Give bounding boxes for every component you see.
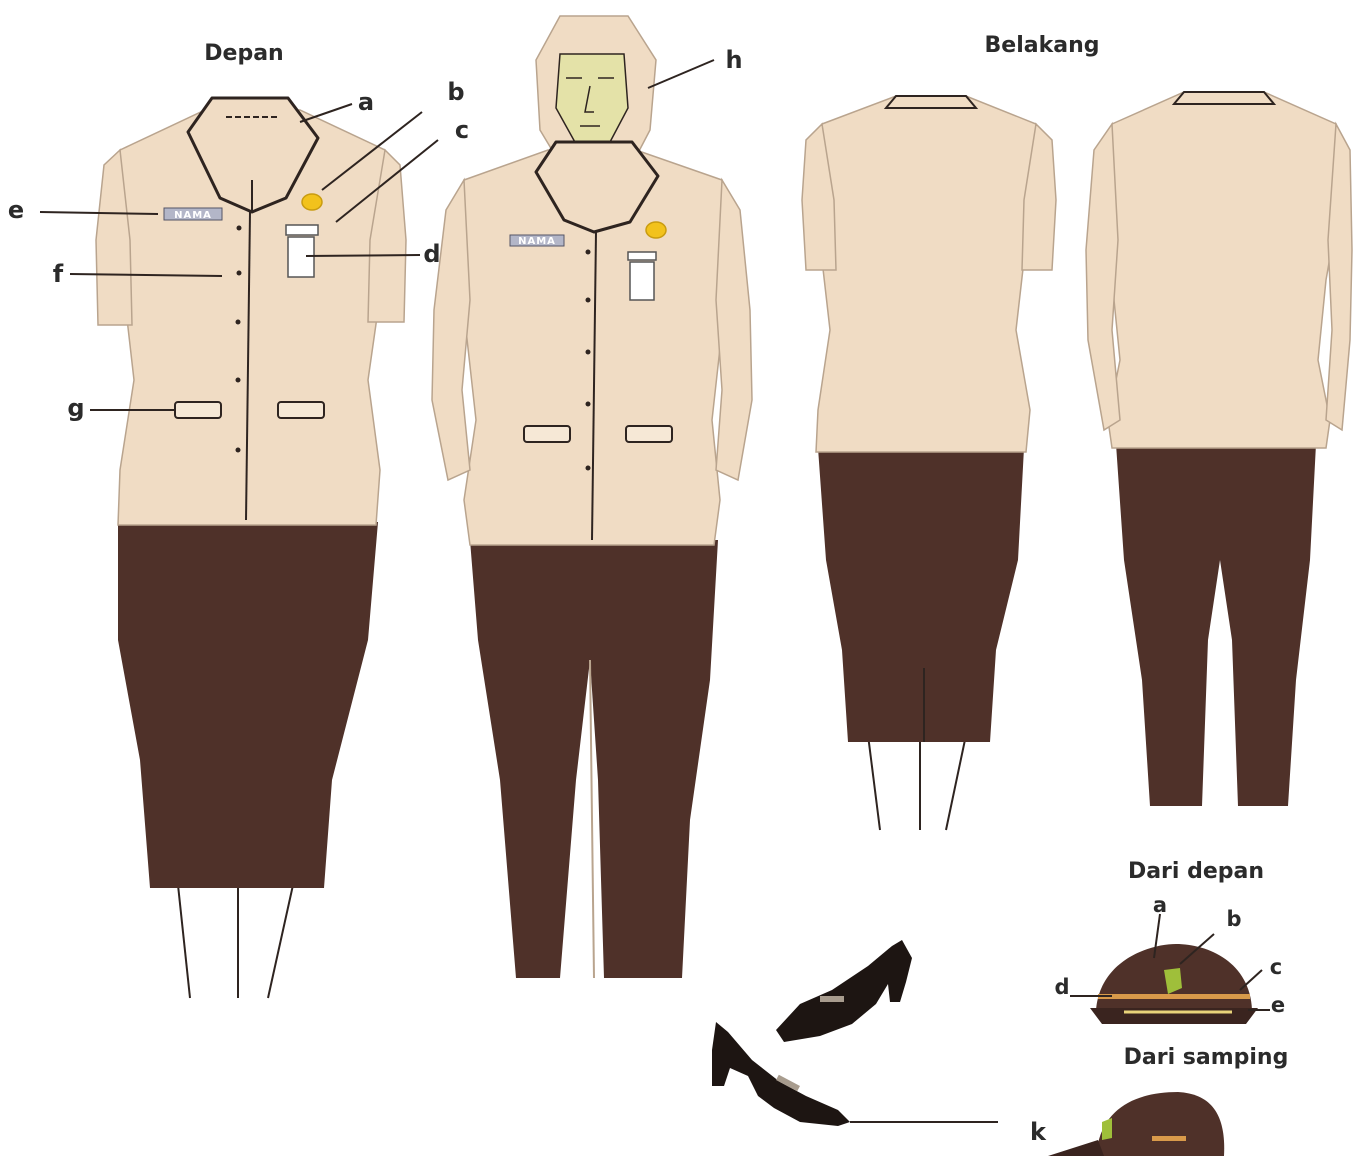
right-long-sleeve (716, 180, 752, 480)
left-long-sleeve (432, 180, 470, 480)
cap-callout-b: b (1226, 907, 1241, 931)
callout-k: k (1030, 1118, 1047, 1146)
id-card-2 (630, 262, 654, 300)
front-skirt-figure: NAMA (96, 98, 406, 998)
cap-side-brim (1048, 1140, 1104, 1156)
name-tag-2-text: NAMA (518, 236, 556, 247)
cap-callout-d: d (1054, 975, 1069, 999)
cap-side-crown (1096, 1092, 1224, 1156)
callout-c: c (455, 116, 469, 144)
front-trousers-figure: NAMA (432, 16, 752, 978)
cap-front-brim (1090, 1008, 1258, 1024)
heading-front: Depan (204, 41, 283, 66)
jacket-back (806, 96, 1040, 452)
cap-side-emblem (1102, 1118, 1112, 1140)
cap-front-band (1098, 994, 1250, 999)
shoe-front (712, 1022, 850, 1126)
id-card-clip (286, 225, 318, 235)
shoe-back (776, 940, 912, 1042)
back-trousers-figure (1086, 92, 1352, 806)
callout-f: f (53, 260, 64, 288)
heading-back: Belakang (985, 33, 1100, 58)
callout-e: e (8, 196, 24, 224)
name-tag-text: NAMA (174, 210, 212, 221)
cap-side-view (1048, 1092, 1224, 1156)
pocket-left-2 (524, 426, 570, 442)
back-skirt-figure (802, 96, 1056, 830)
pocket-left (175, 402, 221, 418)
shoes (712, 940, 912, 1126)
pocket-right-2 (626, 426, 672, 442)
cap-callout-c: c (1270, 955, 1282, 979)
callout-d: d (423, 240, 440, 268)
cap-front-view (1090, 944, 1258, 1024)
callout-a: a (358, 88, 374, 116)
heading-cap-side: Dari samping (1124, 1045, 1289, 1070)
shoe-back-buckle (820, 996, 844, 1002)
skirt-back (818, 448, 1024, 742)
heading-cap-front: Dari depan (1128, 859, 1264, 884)
cap-callout-e: e (1271, 993, 1285, 1017)
id-card-clip-2 (628, 252, 656, 260)
jacket-back-long (1098, 92, 1340, 448)
skirt (118, 522, 378, 888)
badge-2 (646, 222, 666, 238)
legs (178, 885, 293, 998)
badge (302, 194, 322, 210)
cap-callout-a: a (1153, 893, 1167, 917)
back-left-long-sleeve (1086, 124, 1120, 430)
callout-b: b (447, 78, 464, 106)
legs-back (868, 735, 966, 830)
callout-g: g (67, 394, 84, 422)
cap-side-band (1152, 1136, 1186, 1141)
back-collar-long (1174, 92, 1274, 104)
trousers-back (1116, 444, 1316, 806)
pocket-right (278, 402, 324, 418)
callout-h: h (725, 46, 742, 74)
back-collar (886, 96, 976, 108)
id-card (288, 237, 314, 277)
